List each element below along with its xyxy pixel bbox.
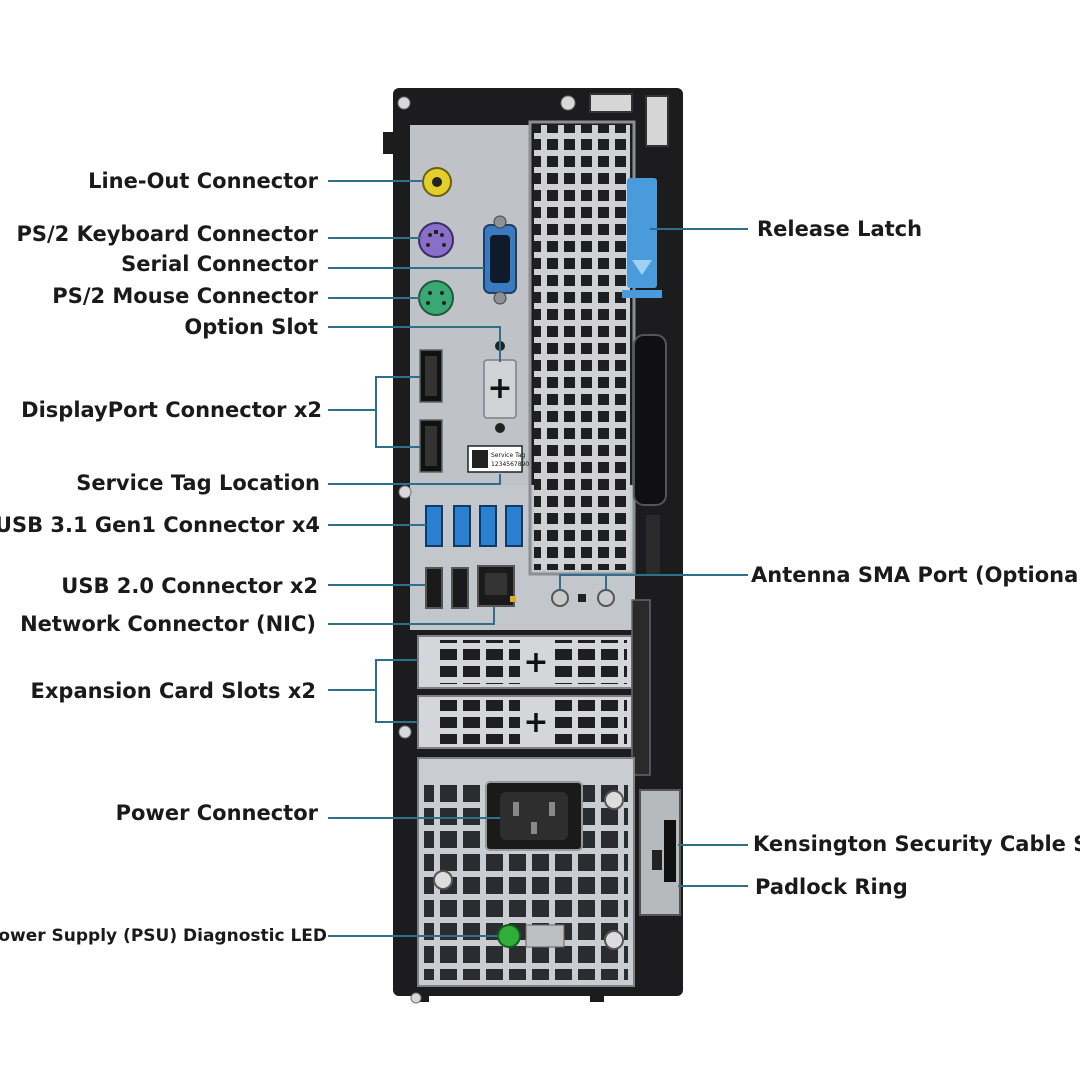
label-option-slot: Option Slot [184,315,318,339]
chassis-foot-left [415,992,429,1002]
label-power-connector: Power Connector [115,801,318,825]
antenna-port-2 [597,589,615,607]
label-psu-led: Power Supply (PSU) Diagnostic LED [0,926,327,946]
svg-text:+: + [487,371,512,406]
top-vent [534,125,630,570]
psu-diagnostic-led [497,924,521,948]
usb20-ports [425,567,469,609]
label-padlock: Padlock Ring [755,875,908,899]
label-kensington: Kensington Security Cable Slot [753,832,1080,856]
svg-text:+: + [523,645,548,680]
service-tag-line-2: 1234567890 [491,461,529,468]
label-usb20: USB 2.0 Connector x2 [61,574,318,598]
service-tag-line-1: Service Tag [491,452,525,459]
antenna-port-1 [551,589,569,607]
label-ps2-mouse: PS/2 Mouse Connector [52,284,318,308]
label-displayport: DisplayPort Connector x2 [21,398,322,422]
chassis-foot-right [590,992,604,1002]
label-serial: Serial Connector [121,252,318,276]
svg-text:+: + [523,705,548,740]
ps2-mouse-port [418,280,454,316]
label-network: Network Connector (NIC) [20,612,316,636]
label-antenna: Antenna SMA Port (Optional) [751,563,1080,587]
chassis-side-tab [383,132,395,154]
label-line-out: Line-Out Connector [88,169,318,193]
label-release-latch: Release Latch [757,217,923,241]
label-expansion: Expansion Card Slots x2 [30,679,316,703]
kensington-slot [664,820,676,882]
side-handle [633,334,667,506]
leader-lines [328,180,748,937]
label-service-tag: Service Tag Location [76,471,320,495]
usb31-ports [425,505,523,547]
label-ps2-keyboard: PS/2 Keyboard Connector [16,222,318,246]
ps2-keyboard-port [418,222,454,258]
label-usb31: USB 3.1 Gen1 Connector x4 [0,513,320,537]
